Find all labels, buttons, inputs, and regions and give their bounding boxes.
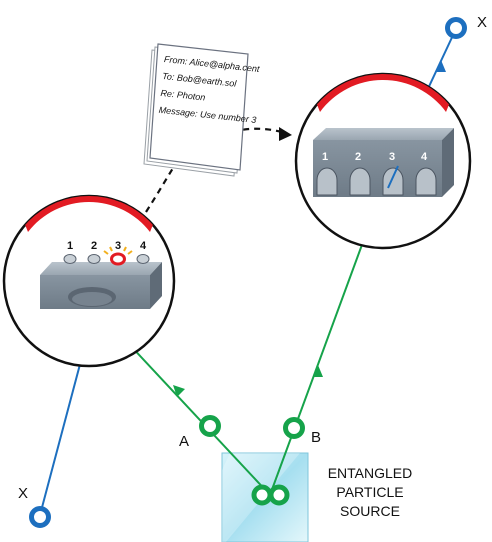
bob-channel-2-label: 2: [355, 151, 361, 163]
photon-bob-arrow-icon: [436, 60, 446, 72]
photon-x-top-icon: [445, 17, 467, 39]
particle-b-label: B: [311, 429, 321, 446]
bob-slot-1: [316, 167, 338, 196]
message-re: Re: Photon: [160, 88, 206, 103]
bob-channel-3-label: 3: [389, 151, 395, 163]
bob-detector-panel: BOB 1 2 3 4: [294, 72, 472, 250]
source-caption: ENTANGLED PARTICLE SOURCE: [328, 465, 413, 519]
bob-slot-2: [349, 167, 371, 196]
x-top-label: X: [477, 14, 487, 31]
particle-a-label: A: [179, 433, 189, 450]
channel-arrow-icon: [279, 127, 292, 141]
bob-channel-1-label: 1: [322, 151, 328, 163]
path-a-arrow-icon: [173, 385, 185, 397]
particle-b-icon: [283, 417, 305, 439]
alice-indicator-2-label: 2: [91, 240, 97, 252]
alice-indicator-3-label: 3: [115, 240, 121, 252]
bob-slot-3: [382, 167, 404, 196]
message-note: From: Alice@alpha.cent To: Bob@earth.sol…: [143, 43, 260, 177]
particle-a-icon: [199, 415, 221, 437]
source-caption-line3: SOURCE: [340, 503, 400, 519]
bob-badge-label: BOB: [362, 85, 403, 105]
alice-indicator-3-glow-icon: [103, 246, 133, 255]
alice-indicator-4-label: 4: [140, 240, 147, 252]
entangled-pair-icon: [251, 484, 290, 506]
path-b-arrow-icon: [313, 365, 323, 377]
bob-slot-4: [415, 167, 437, 196]
alice-indicator-3-icon: [110, 252, 126, 266]
alice-indicator-1-icon: [63, 254, 77, 264]
alice-indicator-2-icon: [87, 254, 101, 264]
alice-badge-label: ALICE: [60, 206, 117, 226]
source-caption-line2: PARTICLE: [336, 484, 403, 500]
bob-channel-4-label: 4: [421, 151, 428, 163]
alice-indicator-4-icon: [136, 254, 150, 264]
bob-detector: 1 2 3 4: [313, 128, 454, 197]
alice-indicator-1-label: 1: [67, 240, 73, 252]
alice-detector: [40, 252, 162, 309]
alice-detector-panel: ALICE 1 2 3 4: [2, 194, 176, 368]
source-caption-line1: ENTANGLED: [328, 465, 413, 481]
photon-x-bottom-icon: [29, 506, 51, 528]
x-bottom-label: X: [18, 485, 28, 502]
